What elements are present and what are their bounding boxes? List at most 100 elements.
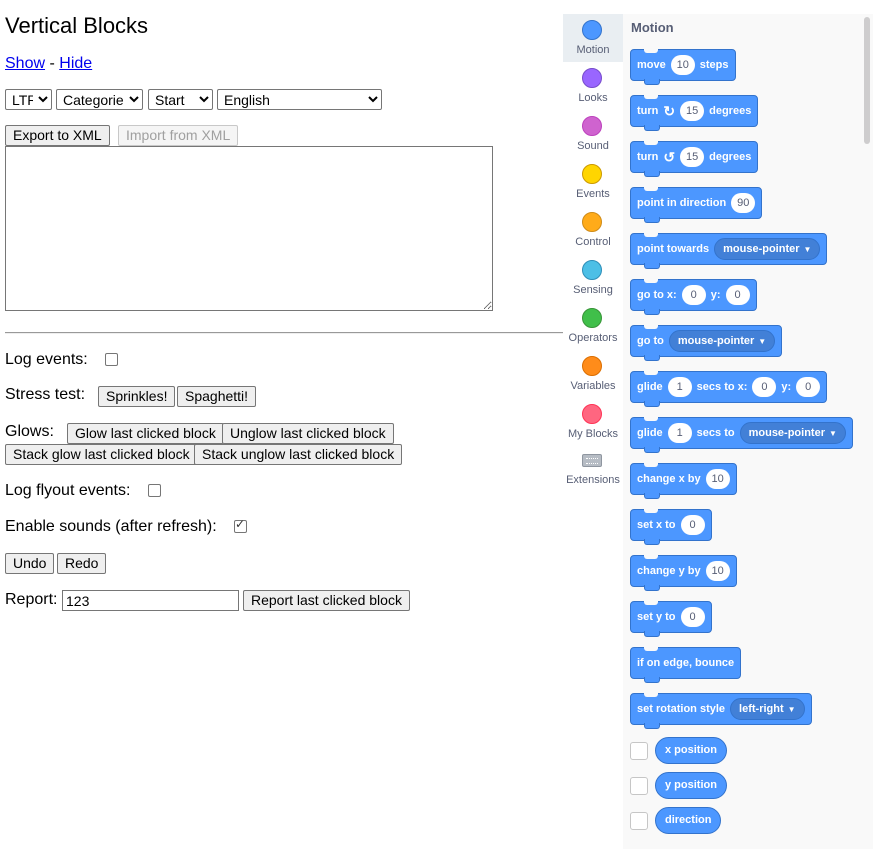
log-flyout-label: Log flyout events:	[5, 482, 131, 499]
sensing-category-icon	[582, 260, 602, 280]
y-position-monitor-checkbox[interactable]	[630, 777, 648, 795]
x-position-monitor-checkbox[interactable]	[630, 742, 648, 760]
y-input[interactable]: 0	[680, 607, 705, 627]
category-label: Sensing	[573, 284, 613, 296]
secs-input[interactable]: 1	[667, 423, 692, 443]
category-label: Motion	[576, 44, 610, 56]
operators-category-icon	[582, 308, 602, 328]
glows-label: Glows:	[5, 423, 54, 440]
degrees-input[interactable]: 15	[680, 147, 705, 167]
direction-monitor-checkbox[interactable]	[630, 812, 648, 830]
category-label: Operators	[568, 332, 618, 344]
xml-textarea[interactable]	[5, 146, 493, 311]
target-dropdown[interactable]: mouse-pointer▼	[668, 330, 776, 352]
direction-reporter[interactable]: direction	[655, 807, 722, 834]
unglow-button[interactable]: Unglow last clicked block	[222, 423, 394, 444]
category-label: Looks	[578, 92, 608, 104]
rotate-right-icon: ↻	[663, 102, 676, 119]
secs-input[interactable]: 1	[667, 377, 692, 397]
direction-input[interactable]: 90	[731, 193, 756, 213]
report-label: Report:	[5, 591, 58, 608]
events-category-icon	[582, 164, 602, 184]
import-xml-button[interactable]: Import from XML	[118, 125, 239, 146]
stack-unglow-button[interactable]: Stack unglow last clicked block	[194, 444, 403, 465]
extensions-icon	[582, 454, 602, 467]
y-input[interactable]: 10	[705, 561, 730, 581]
x-input[interactable]: 0	[752, 377, 777, 397]
flyout-category-title: Motion	[631, 20, 674, 35]
stress-test-label: Stress test:	[5, 386, 86, 403]
log-flyout-checkbox[interactable]	[148, 484, 161, 497]
hide-link[interactable]: Hide	[59, 55, 93, 72]
category-label: Control	[575, 236, 611, 248]
category-my-blocks[interactable]: My Blocks	[563, 398, 623, 446]
x-input[interactable]: 10	[705, 469, 730, 489]
category-motion[interactable]: Motion	[563, 14, 623, 62]
language-select[interactable]: English	[217, 89, 382, 110]
sounds-label: Enable sounds (after refresh):	[5, 518, 217, 535]
x-input[interactable]: 0	[681, 285, 706, 305]
export-xml-button[interactable]: Export to XML	[5, 125, 110, 146]
report-button[interactable]: Report last clicked block	[243, 590, 410, 611]
rotate-left-icon: ↺	[663, 148, 676, 165]
y-input[interactable]: 0	[725, 285, 750, 305]
x-position-reporter[interactable]: x position	[655, 737, 727, 764]
toolbox-select[interactable]: Categories	[56, 89, 143, 110]
category-operators[interactable]: Operators	[563, 302, 623, 350]
divider	[5, 332, 563, 334]
category-sound[interactable]: Sound	[563, 110, 623, 158]
show-hide-links: Show - Hide	[5, 55, 92, 73]
sprinkles-button[interactable]: Sprinkles!	[98, 386, 176, 407]
category-label: Events	[576, 188, 610, 200]
bounce-block[interactable]: if on edge, bounce	[630, 647, 742, 683]
redo-button[interactable]: Redo	[57, 553, 107, 574]
category-events[interactable]: Events	[563, 158, 623, 206]
stack-glow-button[interactable]: Stack glow last clicked block	[5, 444, 198, 465]
y-position-reporter[interactable]: y position	[655, 772, 727, 799]
undo-button[interactable]: Undo	[5, 553, 55, 574]
log-events-label: Log events:	[5, 351, 88, 368]
sounds-checkbox[interactable]	[234, 517, 247, 533]
category-looks[interactable]: Looks	[563, 62, 623, 110]
glow-button[interactable]: Glow last clicked block	[67, 423, 224, 444]
flyout-scrollbar[interactable]	[864, 17, 870, 144]
degrees-input[interactable]: 15	[680, 101, 705, 121]
category-sensing[interactable]: Sensing	[563, 254, 623, 302]
page-title: Vertical Blocks	[5, 13, 149, 38]
report-input[interactable]	[62, 590, 239, 611]
category-extensions[interactable]: Extensions	[563, 446, 623, 494]
spaghetti-button[interactable]: Spaghetti!	[177, 386, 257, 407]
y-input[interactable]: 0	[796, 377, 821, 397]
rotation-style-dropdown[interactable]: left-right▼	[730, 698, 805, 720]
steps-input[interactable]: 10	[670, 55, 695, 75]
target-dropdown[interactable]: mouse-pointer▼	[739, 422, 846, 444]
category-label: My Blocks	[567, 428, 619, 440]
target-dropdown[interactable]: mouse-pointer▼	[714, 238, 821, 260]
category-menu: Motion Looks Sound Events Control Sensin…	[563, 14, 624, 849]
direction-select[interactable]: LTR	[5, 89, 52, 110]
position-select[interactable]: Start	[148, 89, 213, 110]
separator: -	[49, 55, 55, 72]
log-events-checkbox[interactable]	[105, 353, 118, 366]
sound-category-icon	[582, 116, 602, 136]
category-variables[interactable]: Variables	[563, 350, 623, 398]
x-input[interactable]: 0	[680, 515, 705, 535]
category-label: Sound	[577, 140, 609, 152]
show-link[interactable]: Show	[5, 55, 46, 72]
category-control[interactable]: Control	[563, 206, 623, 254]
